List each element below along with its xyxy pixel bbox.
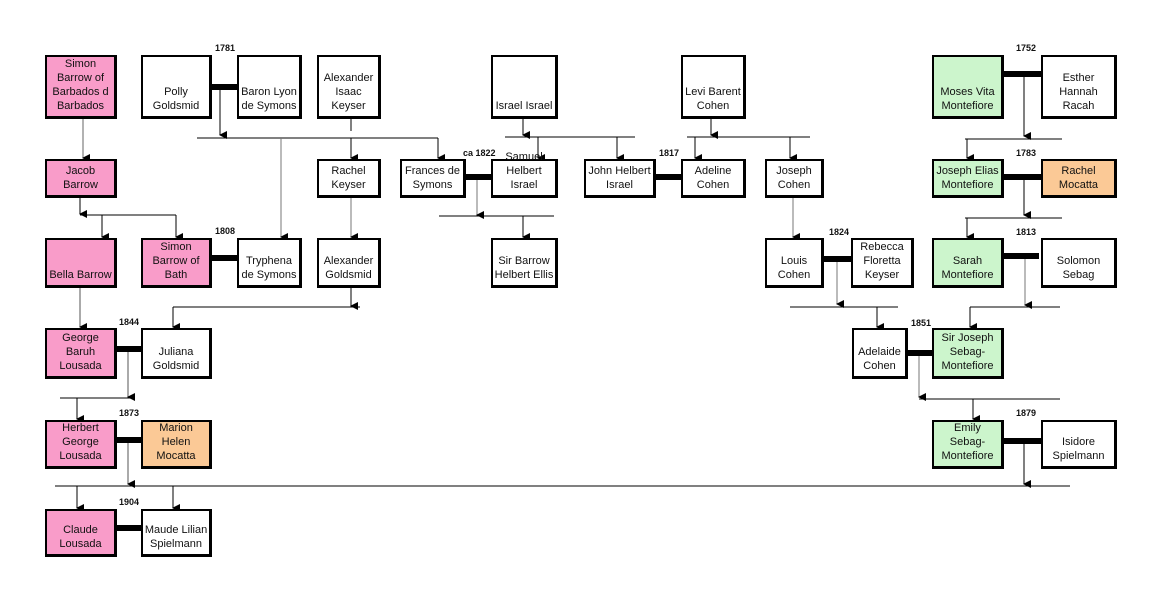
person-box[interactable]: Juliana Goldsmid [141,328,212,379]
person-box[interactable]: Levi Barent Cohen [681,55,746,119]
marriage-year: 1752 [1016,43,1037,53]
person-box[interactable]: Rachel Keyser [317,159,381,198]
marriage-bar [1003,174,1042,180]
person-box[interactable]: Isidore Spielmann [1041,420,1117,469]
person-box[interactable]: Rachel Mocatta [1041,159,1117,198]
marriage-year: 1851 [911,318,932,328]
person-box[interactable]: Adelaide Cohen [852,328,908,379]
marriage-year: 1844 [119,317,140,327]
person-box[interactable]: Jacob Barrow [45,159,117,198]
person-box[interactable]: Solomon Sebag [1041,238,1117,288]
person-box[interactable]: Adeline Cohen [681,159,746,198]
person-box[interactable]: Tryphena de Symons [237,238,302,288]
marriage-bar [1003,438,1042,444]
marriage-bar [907,350,935,356]
person-box[interactable]: Herbert George Lousada [45,420,117,469]
marriage-year: 1808 [215,226,236,236]
person-box[interactable]: Alexander Isaac Keyser [317,55,381,119]
person-box[interactable]: Joseph Elias Montefiore [932,159,1004,198]
person-box[interactable]: Maude Lilian Spielmann [141,509,212,557]
person-box[interactable]: Sarah Montefiore [932,238,1004,288]
marriage-bar [211,84,238,90]
marriage-bar [823,256,852,262]
person-box[interactable]: Rebecca Floretta Keyser [851,238,914,288]
person-box[interactable]: John Helbert Israel [584,159,656,198]
marriage-bar [116,525,142,531]
marriage-year: 1813 [1016,227,1037,237]
marriage-bar [465,174,492,180]
marriage-bar [116,437,142,443]
person-box[interactable]: Emily Sebag-Montefiore [932,420,1004,469]
person-box[interactable]: Bella Barrow [45,238,117,288]
marriage-bar [1003,253,1039,259]
marriage-bar [1003,71,1042,77]
person-box[interactable]: Esther Hannah Racah [1041,55,1117,119]
marriage-year: ca 1822 [463,148,496,158]
person-box[interactable]: Simon Barrow of Bath [141,238,212,288]
person-box[interactable]: Marion Helen Mocatta [141,420,212,469]
marriage-year: 1873 [119,408,140,418]
person-box[interactable]: Simon Barrow of Barbados d Barbados [45,55,117,119]
person-box[interactable]: Alexander Goldsmid [317,238,381,288]
person-box[interactable]: Samuel Helbert Israel [491,151,558,198]
person-box[interactable]: Polly Goldsmid [141,55,212,119]
marriage-bar [211,255,238,261]
person-box[interactable]: Frances de Symons [400,159,466,198]
person-box[interactable]: Claude Lousada [45,509,117,557]
marriage-year: 1781 [215,43,236,53]
marriage-bar [655,174,682,180]
marriage-year: 1904 [119,497,140,507]
marriage-bar [116,346,142,352]
marriage-year: 1783 [1016,148,1037,158]
person-box[interactable]: Sir Barrow Helbert Ellis [491,238,558,288]
person-box[interactable]: George Baruh Lousada [45,328,117,379]
person-box[interactable]: Joseph Cohen [765,159,824,198]
person-box[interactable]: Moses Vita Montefiore [932,55,1004,119]
person-box[interactable]: Israel Israel [491,55,558,119]
person-box[interactable]: Louis Cohen [765,238,824,288]
marriage-year: 1824 [829,227,850,237]
marriage-year: 1817 [659,148,680,158]
person-box[interactable]: Sir Joseph Sebag-Montefiore [932,328,1004,379]
person-box[interactable]: Baron Lyon de Symons [237,55,302,119]
marriage-year: 1879 [1016,408,1037,418]
